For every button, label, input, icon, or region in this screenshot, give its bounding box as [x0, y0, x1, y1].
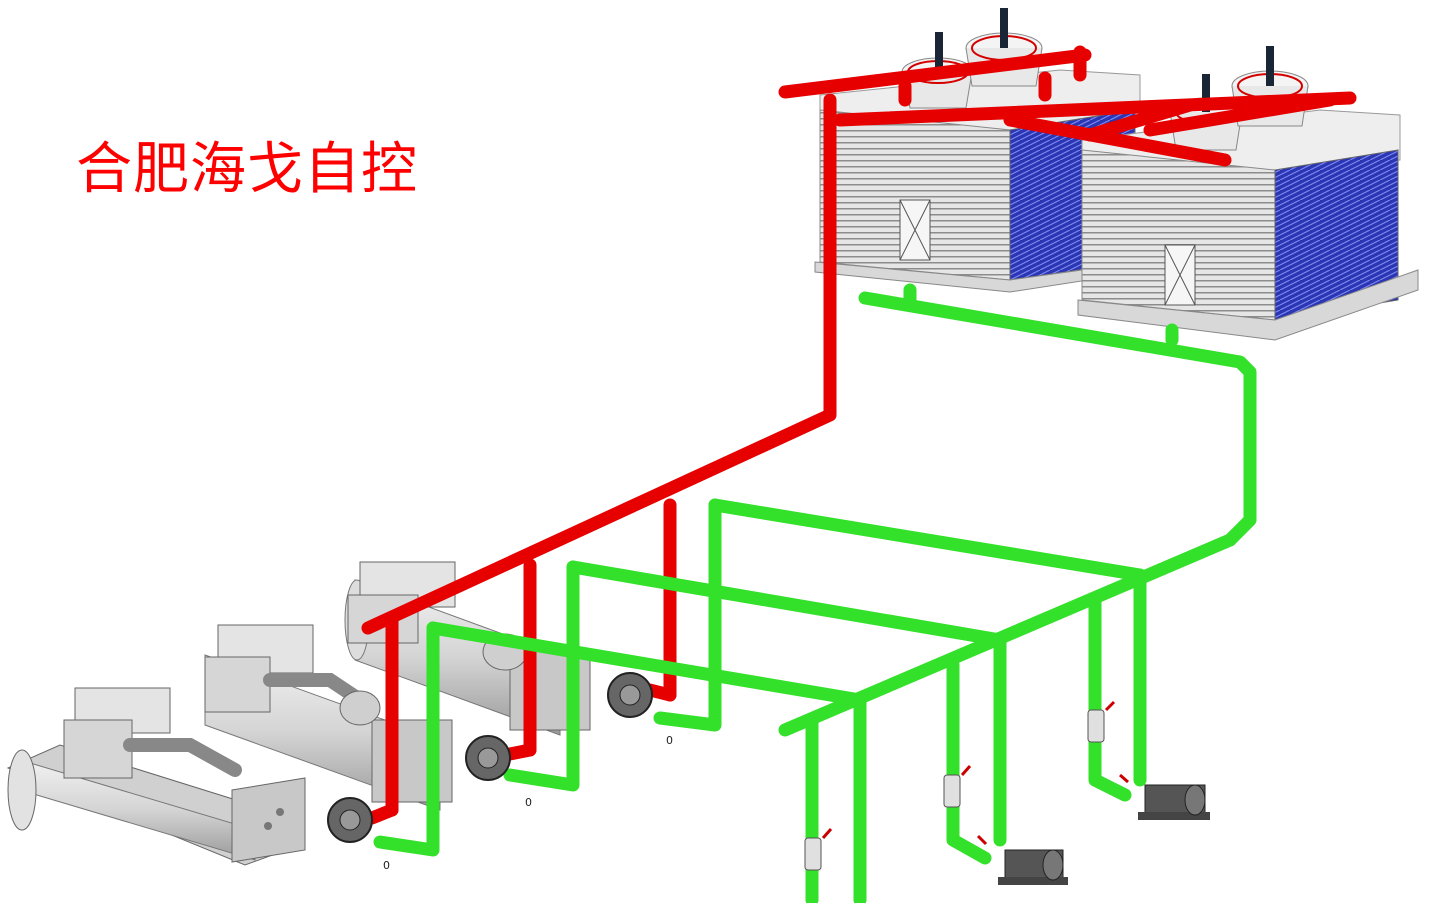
gauge-label: 0 [383, 859, 390, 872]
valve-icon [821, 700, 1129, 846]
gauge-label: 0 [525, 796, 532, 809]
page-title: 合肥海戈自控 [76, 137, 418, 202]
hot-water-piping [361, 45, 1357, 825]
pump-icon [327, 797, 373, 843]
pump-icon [607, 672, 653, 718]
chiller-icon [6, 687, 306, 866]
pump-icon [1138, 784, 1210, 820]
pump-icon [998, 849, 1068, 885]
gauge-label: 0 [666, 734, 673, 747]
cold-water-piping [373, 283, 1257, 903]
pump-icon [465, 735, 511, 781]
valve-icon [804, 709, 1105, 871]
